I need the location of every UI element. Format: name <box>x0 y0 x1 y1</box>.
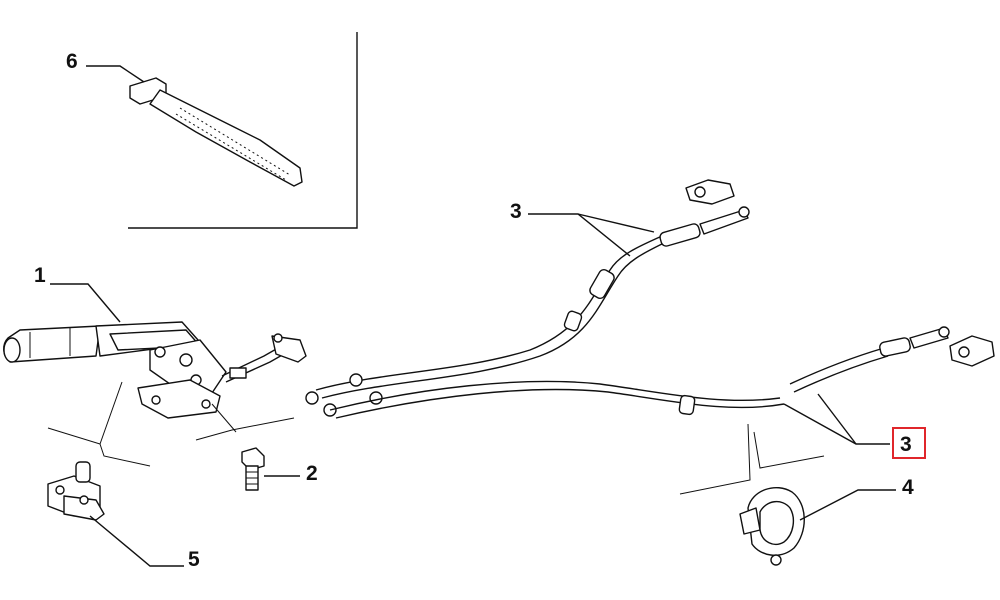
part-6-cable-tie <box>128 32 358 229</box>
callout-3-highlight-box <box>892 427 926 459</box>
callout-1[interactable]: 1 <box>34 264 46 287</box>
cable-end-fitting-upper <box>685 179 735 205</box>
part-1-handbrake-lever <box>3 321 307 419</box>
callout-4[interactable]: 4 <box>902 476 914 499</box>
part-4-cable-clamp <box>739 487 805 566</box>
part-5-bracket-clip <box>47 461 105 521</box>
cable-end-fitting-right <box>949 335 995 367</box>
part-2-bolt <box>241 447 265 491</box>
callout-2[interactable]: 2 <box>306 462 318 485</box>
part-3-brake-cables <box>305 206 950 419</box>
callout-3-lower[interactable]: 3 <box>900 433 912 456</box>
callout-6[interactable]: 6 <box>66 50 78 73</box>
callout-5[interactable]: 5 <box>188 548 200 571</box>
callout-3-upper[interactable]: 3 <box>510 200 522 223</box>
